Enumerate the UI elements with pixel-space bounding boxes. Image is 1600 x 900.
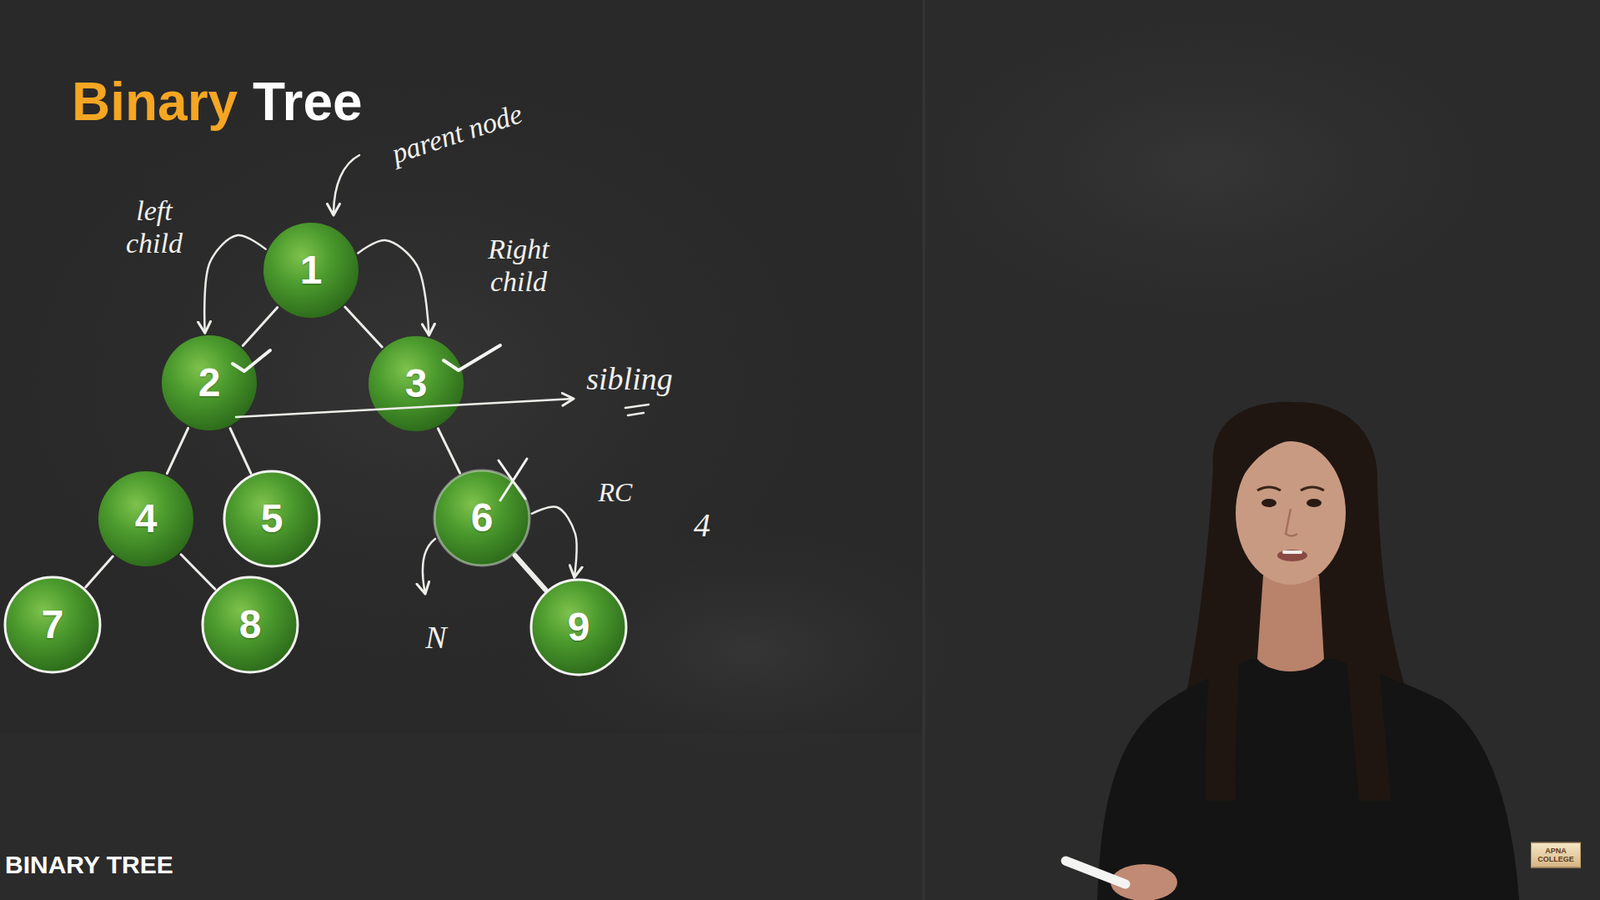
- node-number: 3: [405, 363, 428, 404]
- nose: [1285, 508, 1298, 537]
- node-disc: [368, 336, 464, 432]
- tree-branch: [242, 307, 278, 347]
- child-arrow: [531, 506, 577, 577]
- tree-node: 7: [2, 574, 103, 675]
- chapter-caption: BINARY TREE: [5, 850, 174, 878]
- node-number: 9: [567, 606, 591, 648]
- node-number: 6: [471, 497, 494, 538]
- node-number: 8: [239, 604, 262, 645]
- tree-node: 4: [95, 468, 196, 569]
- tree-branch: [230, 428, 251, 474]
- node-disc: [531, 579, 627, 675]
- chalk-smudge: [500, 516, 1001, 784]
- node-number: 2: [198, 362, 221, 403]
- chalk-note: parent node: [387, 96, 527, 170]
- node-disc: [263, 222, 359, 318]
- tree-branch: [166, 427, 188, 473]
- eye: [1306, 498, 1322, 507]
- node-disc: [98, 471, 194, 567]
- leader-arrow: [333, 155, 360, 216]
- check-mark: [443, 345, 501, 371]
- eye: [1261, 498, 1277, 507]
- child-arrow: [357, 240, 429, 336]
- chalk-note: RC: [598, 476, 633, 508]
- chalk-note: Right child: [476, 232, 561, 298]
- channel-logo: APNA COLLEGE: [1530, 842, 1581, 868]
- node-disc: [224, 471, 320, 567]
- check-mark: [232, 350, 271, 372]
- tree-node: 2: [159, 332, 260, 433]
- chalk-note: sibling: [586, 361, 673, 398]
- underline-mark: [625, 404, 649, 416]
- tree-node: 1: [260, 220, 362, 321]
- hair-strand: [1339, 533, 1391, 801]
- eyebrows: [1257, 486, 1325, 491]
- tree-node: 6: [431, 467, 532, 568]
- tree-branch: [85, 556, 114, 587]
- cross-mark: [498, 458, 527, 501]
- tree-node: 3: [366, 333, 467, 434]
- tree-node: 9: [528, 576, 629, 678]
- mouth: [1277, 549, 1308, 562]
- slide-title: Binary Tree: [71, 71, 363, 134]
- sibling-arrow: [235, 398, 574, 417]
- node-disc: [5, 576, 101, 673]
- node-number: 1: [300, 250, 323, 291]
- presenter-figure: [1065, 401, 1520, 900]
- chalk-note: N: [425, 619, 447, 657]
- tree-branch: [180, 554, 216, 589]
- hair-front: [1231, 408, 1356, 501]
- node-disc: [202, 576, 298, 673]
- board-seam: [922, 0, 926, 900]
- tree-node: 5: [221, 468, 322, 569]
- hair-strand: [1205, 533, 1244, 801]
- node-number: 4: [135, 498, 158, 539]
- tree-branch: [437, 428, 460, 473]
- teeth: [1282, 550, 1303, 554]
- tree-node: 8: [200, 574, 301, 675]
- child-arrow: [204, 235, 266, 333]
- chalk-smudge: [858, 0, 1560, 351]
- tree-branch: [515, 555, 546, 590]
- leader-arrow: [422, 538, 436, 594]
- node-number: 5: [260, 498, 284, 539]
- tree-branch: [345, 306, 382, 347]
- chalk-note: left child: [115, 194, 195, 260]
- node-number: 7: [41, 604, 65, 645]
- chalk-note: 4: [693, 506, 711, 545]
- chalk-stick: [1065, 860, 1126, 884]
- neck: [1257, 575, 1325, 672]
- sweater: [1097, 658, 1520, 900]
